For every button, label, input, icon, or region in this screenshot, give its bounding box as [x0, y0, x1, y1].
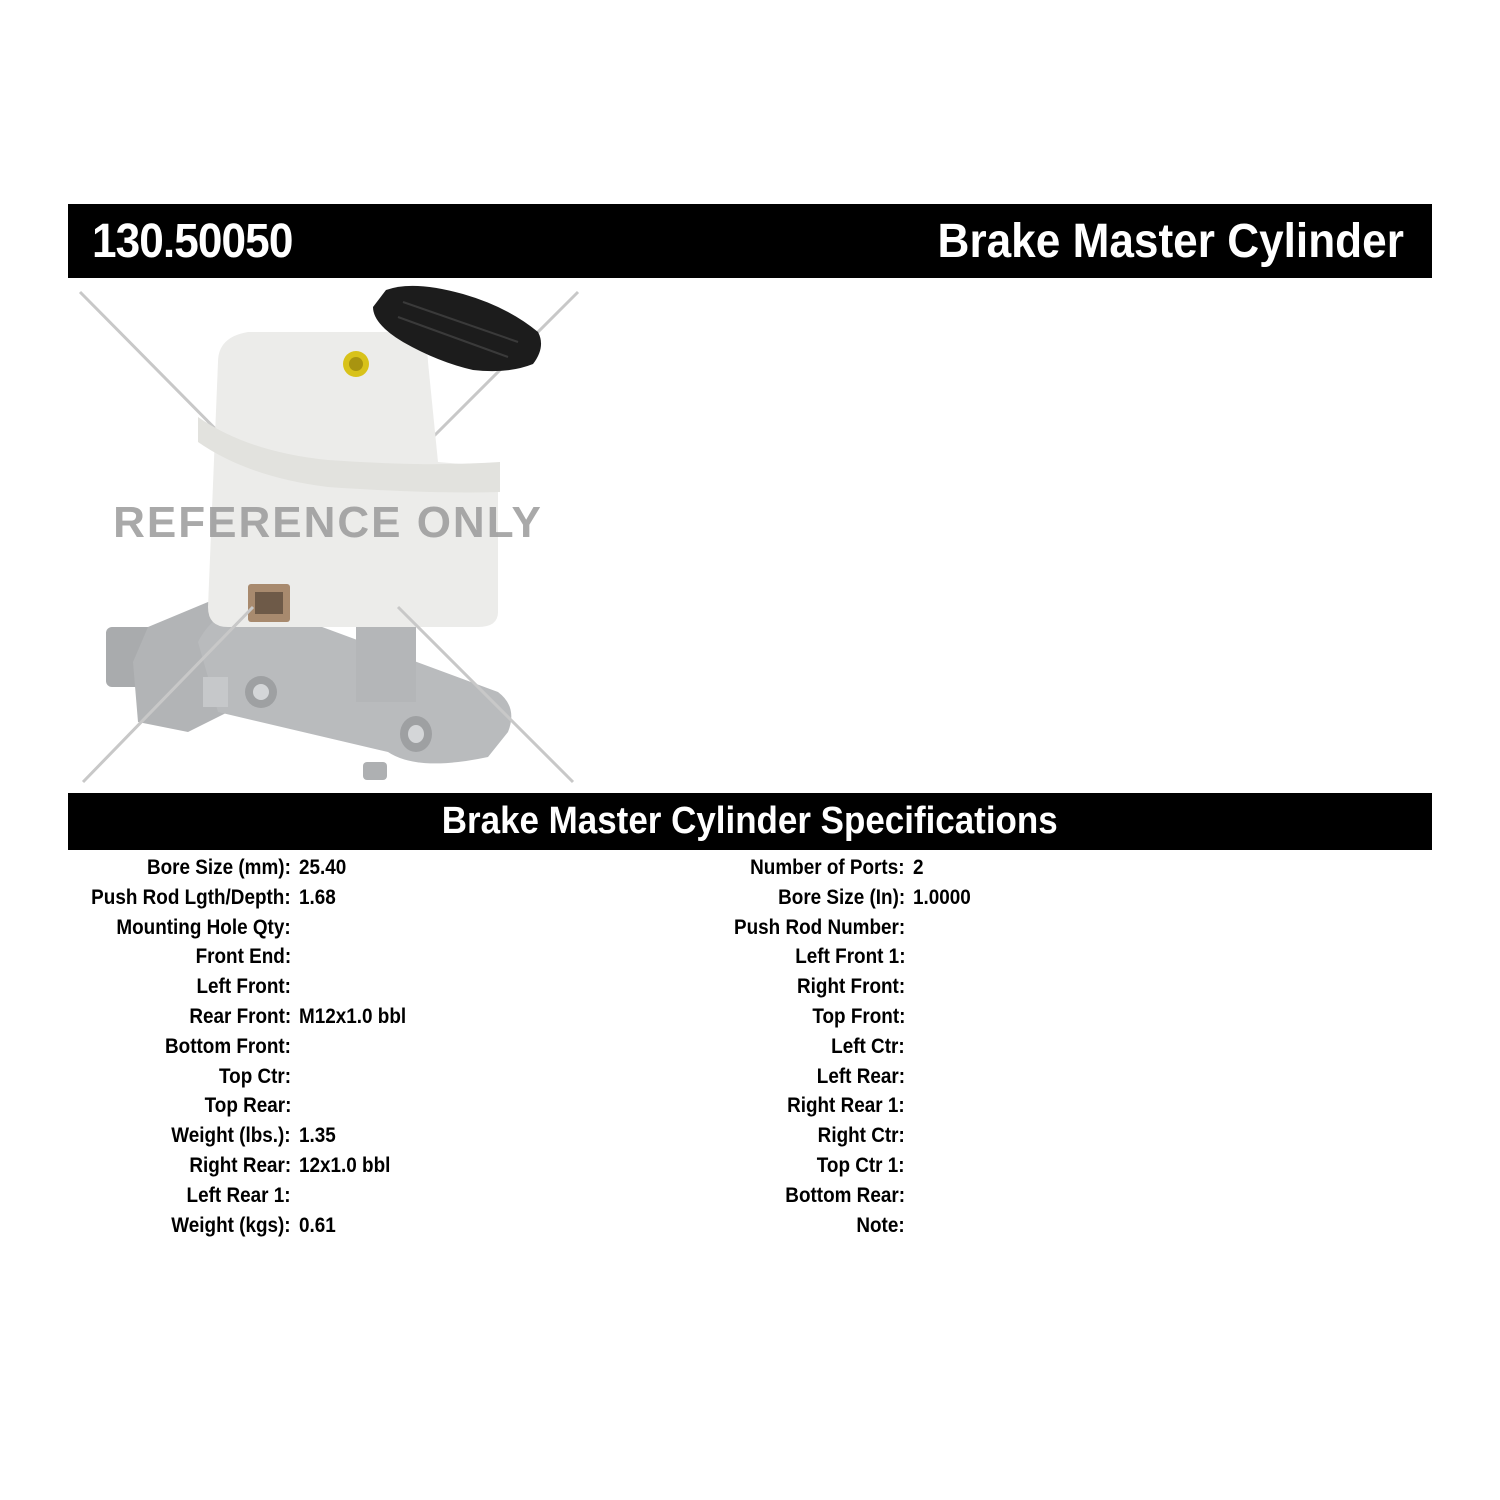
spec-label: Left Rear:	[816, 1064, 905, 1088]
spec-row: Bore Size (mm): 25.40	[0, 853, 1500, 883]
spec-label: Weight (kgs):	[171, 1213, 291, 1237]
spec-row: Push Rod Number:	[0, 913, 1500, 943]
spec-label: Left Rear 1:	[187, 1183, 291, 1207]
spec-label: Bottom Rear:	[785, 1183, 905, 1207]
spec-label: Push Rod Lgth/Depth:	[91, 885, 291, 909]
spec-label: Left Front:	[196, 975, 291, 999]
spec-row: Note:	[0, 1211, 1500, 1241]
spec-label: Right Rear 1:	[787, 1094, 905, 1118]
spec-value: 1.0000	[913, 885, 971, 909]
spec-row: Rear Front: M12x1.0 bbl	[0, 1002, 1500, 1032]
spec-label: Bore Size (In):	[777, 885, 905, 909]
spec-label: Top Ctr:	[218, 1064, 291, 1088]
brake-master-cylinder-illustration: REFERENCE ONLY	[78, 285, 580, 784]
spec-row: Top Rear:	[0, 1091, 1500, 1121]
spec-label: Note:	[856, 1213, 905, 1237]
part-type-title: Brake Master Cylinder	[937, 215, 1404, 268]
spec-row: Right Front:	[0, 972, 1500, 1002]
spec-value: 25.40	[299, 856, 347, 879]
spec-label: Mounting Hole Qty:	[116, 915, 291, 939]
spec-row: Bottom Rear:	[0, 1181, 1500, 1211]
spec-row: Number of Ports: 2	[0, 853, 1500, 883]
spec-value: 12x1.0 bbl	[299, 1154, 391, 1177]
spec-label: Number of Ports:	[750, 856, 905, 879]
spec-row: Weight (kgs): 0.61	[0, 1211, 1500, 1241]
spec-label: Weight (lbs.):	[171, 1124, 291, 1148]
spec-value: 2	[913, 856, 924, 879]
spec-row: Weight (lbs.): 1.35	[0, 1121, 1500, 1151]
spec-row: Right Rear: 12x1.0 bbl	[0, 1151, 1500, 1181]
spec-row: Bottom Front:	[0, 1032, 1500, 1062]
spec-row: Left Ctr:	[0, 1032, 1500, 1062]
product-image: REFERENCE ONLY	[68, 282, 588, 790]
spec-row: Left Rear 1:	[0, 1181, 1500, 1211]
spec-row: Top Ctr:	[0, 1062, 1500, 1092]
spec-label: Left Ctr:	[831, 1034, 905, 1058]
spec-row: Left Front:	[0, 972, 1500, 1002]
spec-row: Top Front:	[0, 1002, 1500, 1032]
spec-label: Top Rear:	[204, 1094, 291, 1118]
watermark-text: REFERENCE ONLY	[113, 498, 543, 547]
spec-row: Push Rod Lgth/Depth: 1.68	[0, 883, 1500, 913]
spec-value: M12x1.0 bbl	[299, 1005, 407, 1028]
spec-label: Left Front 1:	[794, 945, 905, 969]
spec-row: Left Rear:	[0, 1062, 1500, 1092]
spec-label: Front End:	[195, 945, 291, 969]
spec-row: Right Rear 1:	[0, 1091, 1500, 1121]
spec-label: Rear Front:	[189, 1005, 291, 1028]
spec-value: 1.35	[299, 1124, 336, 1148]
spec-label: Right Rear:	[189, 1154, 291, 1177]
spec-row: Right Ctr:	[0, 1121, 1500, 1151]
spec-label: Push Rod Number:	[733, 915, 905, 939]
spec-label: Right Front:	[796, 975, 905, 999]
spec-row: Bore Size (In): 1.0000	[0, 883, 1500, 913]
spec-label: Bore Size (mm):	[147, 856, 291, 879]
spec-value: 0.61	[299, 1213, 336, 1237]
title-bar: 130.50050 Brake Master Cylinder	[68, 204, 1432, 278]
spec-label: Top Front:	[811, 1005, 905, 1028]
specifications-title: Brake Master Cylinder Specifications	[442, 800, 1058, 842]
part-number: 130.50050	[92, 215, 293, 268]
spec-value: 1.68	[299, 885, 336, 909]
spec-row: Mounting Hole Qty:	[0, 913, 1500, 943]
spec-label: Bottom Front:	[165, 1034, 291, 1058]
specifications-bar: Brake Master Cylinder Specifications	[68, 793, 1432, 850]
spec-row: Front End:	[0, 942, 1500, 972]
spec-row: Left Front 1:	[0, 942, 1500, 972]
spec-label: Right Ctr:	[817, 1124, 905, 1148]
spec-row: Top Ctr 1:	[0, 1151, 1500, 1181]
spec-label: Top Ctr 1:	[817, 1154, 905, 1177]
